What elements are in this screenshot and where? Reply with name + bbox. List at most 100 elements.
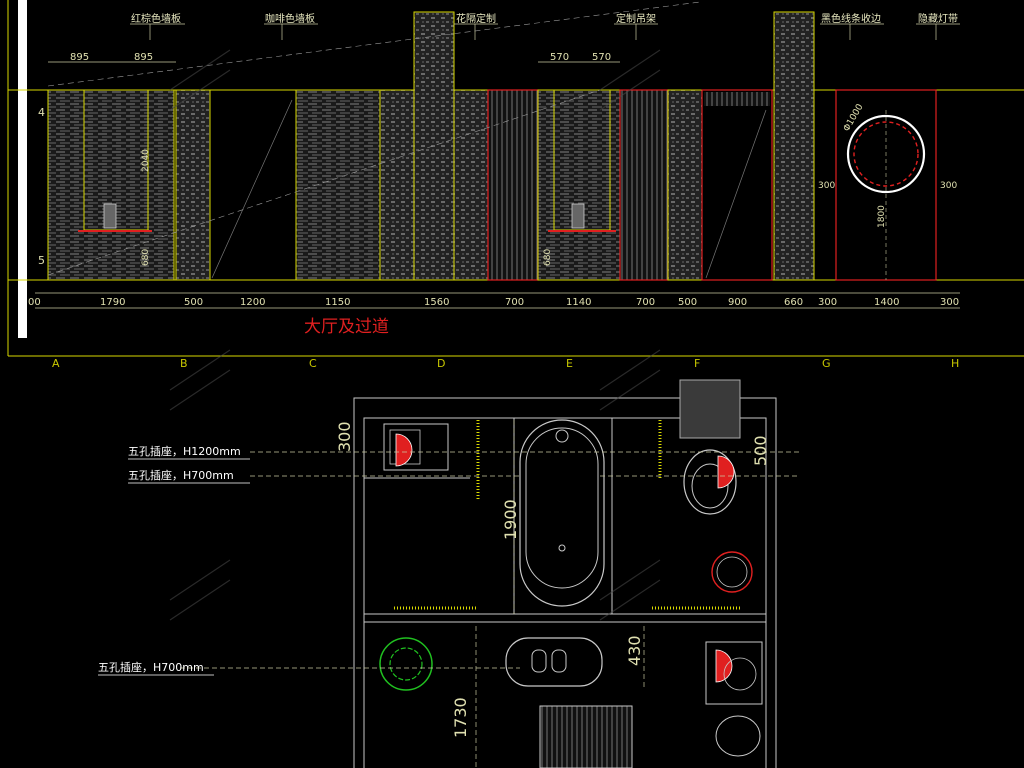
plan-outer-wall bbox=[353, 397, 777, 768]
socket-note-3: 五孔插座，H700mm bbox=[98, 660, 204, 674]
label-red-brown-panel: 红棕色墙板 bbox=[131, 12, 181, 25]
corner-sink bbox=[705, 641, 763, 705]
label-hidden-light: 隐藏灯带 bbox=[918, 13, 958, 25]
watermark-pattern bbox=[169, 49, 661, 621]
level-mark-4: 4 bbox=[38, 106, 45, 119]
vdim-1800: 1800 bbox=[877, 205, 887, 228]
tub-faucet bbox=[555, 429, 569, 443]
wall-panel-coffee bbox=[295, 89, 381, 281]
grid-axis-a: A bbox=[52, 357, 60, 370]
grid-axis-f: F bbox=[694, 357, 700, 370]
plan-dim-500: 500 bbox=[751, 435, 770, 466]
label-lattice-custom: 花隔定制 bbox=[456, 12, 496, 25]
door-swing-b bbox=[705, 109, 767, 279]
bottom-dim-4: 1150 bbox=[325, 297, 350, 308]
elevation-title: 大厅及过道 bbox=[304, 317, 389, 337]
toilet-seat bbox=[691, 463, 729, 509]
round-basin bbox=[711, 551, 753, 593]
plan-dim-1900: 1900 bbox=[501, 499, 520, 540]
bathtub-inner bbox=[525, 427, 599, 589]
bottom-dim-3: 1200 bbox=[240, 297, 265, 308]
wall-panel-red-brown bbox=[47, 89, 175, 281]
plan-dim-1730: 1730 bbox=[451, 697, 470, 738]
slat-panel-b bbox=[619, 89, 669, 281]
door-opening-b bbox=[701, 89, 773, 281]
label-custom-hanger: 定制吊架 bbox=[616, 12, 656, 25]
bottom-dim-2: 500 bbox=[184, 297, 203, 308]
bottom-dim-9: 500 bbox=[678, 297, 697, 308]
corner-sink-basin bbox=[723, 657, 757, 691]
double-vanity bbox=[505, 637, 603, 687]
bottom-dim-13: 1400 bbox=[874, 297, 899, 308]
brick-column-a bbox=[175, 89, 211, 281]
bottom-dim-5: 1560 bbox=[424, 297, 449, 308]
tub-drain bbox=[558, 544, 566, 552]
bottom-dim-1: 1790 bbox=[100, 297, 125, 308]
top-dim-2: 895 bbox=[134, 52, 153, 63]
round-window-inner bbox=[853, 121, 919, 187]
vdim-2040: 2040 bbox=[141, 149, 151, 172]
plan-dim-300: 300 bbox=[335, 421, 354, 452]
slat-panel-a bbox=[487, 89, 539, 281]
toilet-bowl bbox=[683, 449, 737, 515]
socket-symbol-2 bbox=[717, 455, 735, 489]
bottom-dim-7: 1140 bbox=[566, 297, 591, 308]
plan-dim-lines bbox=[180, 420, 800, 768]
top-dim-1: 895 bbox=[70, 52, 89, 63]
lattice-screen-b bbox=[773, 11, 815, 281]
lattice-screen bbox=[413, 11, 455, 281]
door-swing-a bbox=[211, 99, 293, 279]
vdim-300-right: 300 bbox=[940, 181, 957, 191]
sink-counter bbox=[383, 423, 449, 471]
vdim-680-a: 680 bbox=[141, 249, 151, 266]
label-coffee-panel: 咖啡色墙板 bbox=[265, 12, 315, 25]
brick-column-b bbox=[379, 89, 415, 281]
sink-basin bbox=[389, 429, 421, 465]
top-dim-3: 570 bbox=[550, 52, 569, 63]
plant-pot bbox=[379, 637, 433, 691]
vase-decor-b bbox=[571, 203, 585, 229]
round-window bbox=[846, 114, 926, 194]
bottom-dim-0: 00 bbox=[28, 297, 41, 308]
construction-diagonal-2 bbox=[47, 89, 601, 276]
bottom-dim-6: 700 bbox=[505, 297, 524, 308]
level-mark-5: 5 bbox=[38, 254, 45, 267]
grid-axis-e: E bbox=[566, 357, 573, 370]
top-dim-4: 570 bbox=[592, 52, 611, 63]
round-basin-inner bbox=[716, 556, 748, 588]
bench bbox=[539, 705, 633, 768]
plan-inner-wall bbox=[363, 417, 767, 768]
plan-dim-430: 430 bbox=[625, 635, 644, 666]
bottom-dim-12: 300 bbox=[818, 297, 837, 308]
vdim-300-left: 300 bbox=[818, 181, 835, 191]
grid-axis-g: G bbox=[822, 357, 831, 370]
equipment-box bbox=[679, 379, 741, 439]
vanity-basin-2 bbox=[551, 649, 567, 673]
grid-axis-c: C bbox=[309, 357, 317, 370]
bottom-dim-10: 900 bbox=[728, 297, 747, 308]
bottom-dim-11: 660 bbox=[784, 297, 803, 308]
door-opening-a bbox=[209, 89, 297, 281]
brick-column-c bbox=[453, 89, 489, 281]
lower-toilet bbox=[715, 715, 761, 757]
vase-decor bbox=[103, 203, 117, 229]
bathtub-outer bbox=[519, 419, 605, 607]
bottom-dim-8: 700 bbox=[636, 297, 655, 308]
vanity-basin-1 bbox=[531, 649, 547, 673]
top-label-group bbox=[48, 23, 960, 63]
grid-axis-b: B bbox=[180, 357, 188, 370]
brick-column-d bbox=[667, 89, 703, 281]
bottom-dim-14: 300 bbox=[940, 297, 959, 308]
socket-note-1: 五孔插座，H1200mm bbox=[128, 444, 241, 458]
socket-symbol-1 bbox=[395, 433, 413, 467]
plant-leaves bbox=[389, 647, 423, 681]
socket-note-2: 五孔插座，H700mm bbox=[128, 468, 234, 482]
grid-axis-d: D bbox=[437, 357, 445, 370]
socket-symbol-3 bbox=[715, 649, 733, 683]
vdim-680-b: 680 bbox=[543, 249, 553, 266]
door-header-b bbox=[704, 92, 770, 106]
white-marker-bar bbox=[18, 0, 27, 338]
bathroom-plan: 300 500 1900 430 1730 五孔插座，H1200mm 五孔插座，… bbox=[98, 379, 800, 768]
grid-axis-h: H bbox=[951, 357, 959, 370]
